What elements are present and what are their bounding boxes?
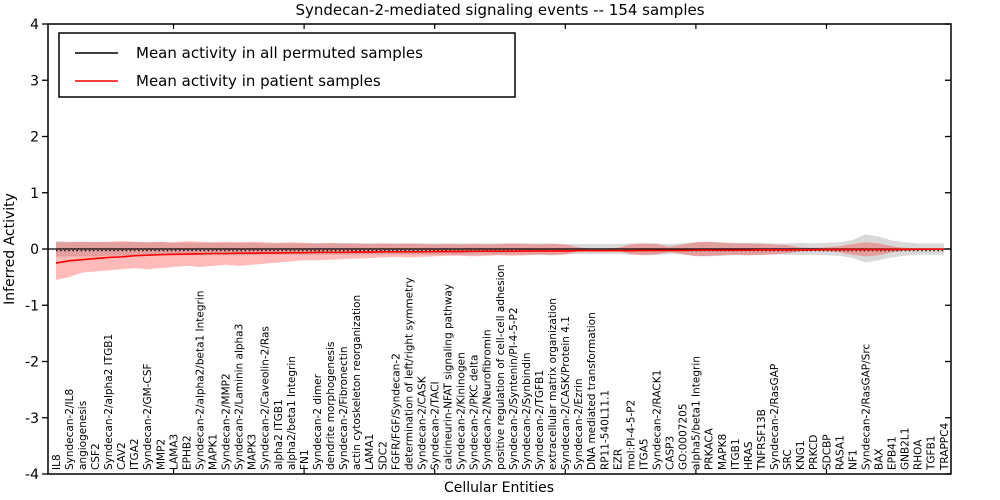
x-category-label: EZR <box>612 449 624 470</box>
x-category-label: LAMA1 <box>364 434 376 470</box>
x-category-label: DNA mediated transformation <box>586 312 598 470</box>
x-category-label: FGFR/FGF/Syndecan-2 <box>390 353 402 470</box>
x-category-label: EPB41 <box>887 436 899 470</box>
x-category-label: MAPK8 <box>717 434 729 470</box>
y-tick-label: 4 <box>30 17 39 33</box>
x-category-label: Syndecan-2/RasGAP <box>769 364 781 470</box>
y-tick-label: -4 <box>25 467 39 483</box>
x-category-label: GO:0007205 <box>678 403 690 470</box>
y-tick-label: 2 <box>30 130 39 146</box>
x-category-label: RHOA <box>913 439 925 470</box>
x-category-label: Syndecan-2/Ezrin <box>573 378 585 470</box>
x-category-label: Syndecan-2/alpha2/beta1 Integrin <box>194 291 206 470</box>
x-category-label: Syndecan-2/Kininogen <box>456 352 468 470</box>
x-category-label: RP11-540L11.1 <box>599 390 611 470</box>
x-category-label: mol:PI-4-5-P2 <box>625 400 637 470</box>
x-category-label: EPHB2 <box>181 435 193 470</box>
x-category-label: calcineurin-NFAT signaling pathway <box>443 284 455 470</box>
x-category-label: dendrite morphogenesis <box>325 342 337 470</box>
x-category-label: TNFRSF13B <box>756 409 768 471</box>
y-axis-label: Inferred Activity <box>2 193 18 305</box>
x-category-label: Syndecan-2/alpha2 ITGB1 <box>103 334 115 470</box>
x-category-label: Syndecan-2/GM-CSF <box>142 363 154 470</box>
x-category-label: Syndecan-2/Neurofibromin <box>482 329 494 470</box>
y-tick-label: 1 <box>30 186 39 202</box>
x-category-label: Syndecan-2/Laminin alpha3 <box>234 324 246 470</box>
x-category-label: determination of left/right symmetry <box>403 277 415 470</box>
y-tick-label: -1 <box>25 298 39 314</box>
x-category-label: Syndecan-2/TGFB1 <box>534 370 546 470</box>
legend-label-patient: Mean activity in patient samples <box>136 72 381 90</box>
x-category-label: GNB2L1 <box>900 428 912 470</box>
patient-mean-line <box>55 248 945 264</box>
x-category-label: Syndecan-2/RACK1 <box>652 370 664 470</box>
x-category-label: SRC <box>782 449 794 470</box>
x-category-label: TGFB1 <box>926 436 938 471</box>
x-category-label: Syndecan-2/PKC delta <box>469 355 481 470</box>
x-category-label: SDC2 <box>377 441 389 470</box>
legend-box <box>58 32 516 98</box>
x-category-label: ITGA5 <box>638 438 650 470</box>
axes-frame <box>47 23 952 475</box>
x-category-label: MAPK3 <box>247 434 259 470</box>
x-category-label: LAMA3 <box>168 434 180 470</box>
x-category-label: PRKACA <box>704 427 716 470</box>
x-category-label: alpha5/beta1 Integrin <box>691 356 703 470</box>
y-tick-label: 3 <box>30 73 39 89</box>
x-category-label: HRAS <box>743 441 755 470</box>
x-category-label: Syndecan-2/MMP2 <box>221 373 233 470</box>
y-tick-label: -2 <box>25 355 39 371</box>
chart-title: Syndecan-2-mediated signaling events -- … <box>295 1 704 19</box>
x-category-label: PRKCD <box>808 435 820 470</box>
x-category-label: MAPK1 <box>208 434 220 470</box>
x-axis-label: Cellular Entities <box>444 480 554 496</box>
x-category-label: BAX <box>874 448 886 470</box>
x-category-label: Syndecan-2/IL8 <box>64 389 76 470</box>
x-category-label: SDCBP <box>821 434 833 470</box>
x-category-label: Syndecan-2/CASK <box>416 375 428 470</box>
x-category-label: IL8 <box>51 454 63 470</box>
x-category-label: Syndecan-2 dimer <box>312 373 324 470</box>
x-category-label: ITGA2 <box>129 438 141 470</box>
x-category-label: CSF2 <box>90 443 102 470</box>
x-category-label: RASA1 <box>834 435 846 470</box>
x-category-label: Syndecan-2/Fibronectin <box>338 347 350 470</box>
x-category-label: Syndecan-2/TACI <box>430 381 442 470</box>
x-category-label: Syndecan-2/RasGAP/Src <box>860 344 872 470</box>
x-category-label: NF1 <box>847 449 859 470</box>
x-category-label: alpha2/beta1 Integrin <box>286 356 298 470</box>
x-category-label: CASP3 <box>665 436 677 470</box>
x-category-label: CAV2 <box>116 442 128 470</box>
x-category-label: alpha2 ITGB1 <box>273 399 285 470</box>
x-category-label: TRAPPC4 <box>939 423 951 471</box>
x-category-label: Syndecan-2/Caveolin-2/Ras <box>260 326 272 470</box>
x-category-label: KNG1 <box>795 440 807 470</box>
x-category-label: positive regulation of cell-cell adhesio… <box>495 264 507 470</box>
x-category-label: ITGB1 <box>730 438 742 470</box>
y-tick-label: 0 <box>30 242 39 258</box>
x-category-label: Syndecan-2/Syntenin/PI-4-5-P2 <box>508 307 520 470</box>
x-category-label: Syndecan-2/CASK/Protein 4.1 <box>560 316 572 470</box>
y-tick-label: -3 <box>25 411 39 427</box>
x-category-label: FN1 <box>299 449 311 470</box>
legend: Mean activity in all permuted samples Me… <box>58 32 516 98</box>
x-category-label: extracellular matrix organization <box>547 298 559 470</box>
x-category-label: Syndecan-2/Synbindin <box>521 352 533 470</box>
x-category-label: angiogenesis <box>77 401 89 470</box>
x-category-label: MMP2 <box>155 439 167 470</box>
x-category-label: actin cytoskeleton reorganization <box>351 295 363 470</box>
legend-label-permuted: Mean activity in all permuted samples <box>136 44 423 62</box>
